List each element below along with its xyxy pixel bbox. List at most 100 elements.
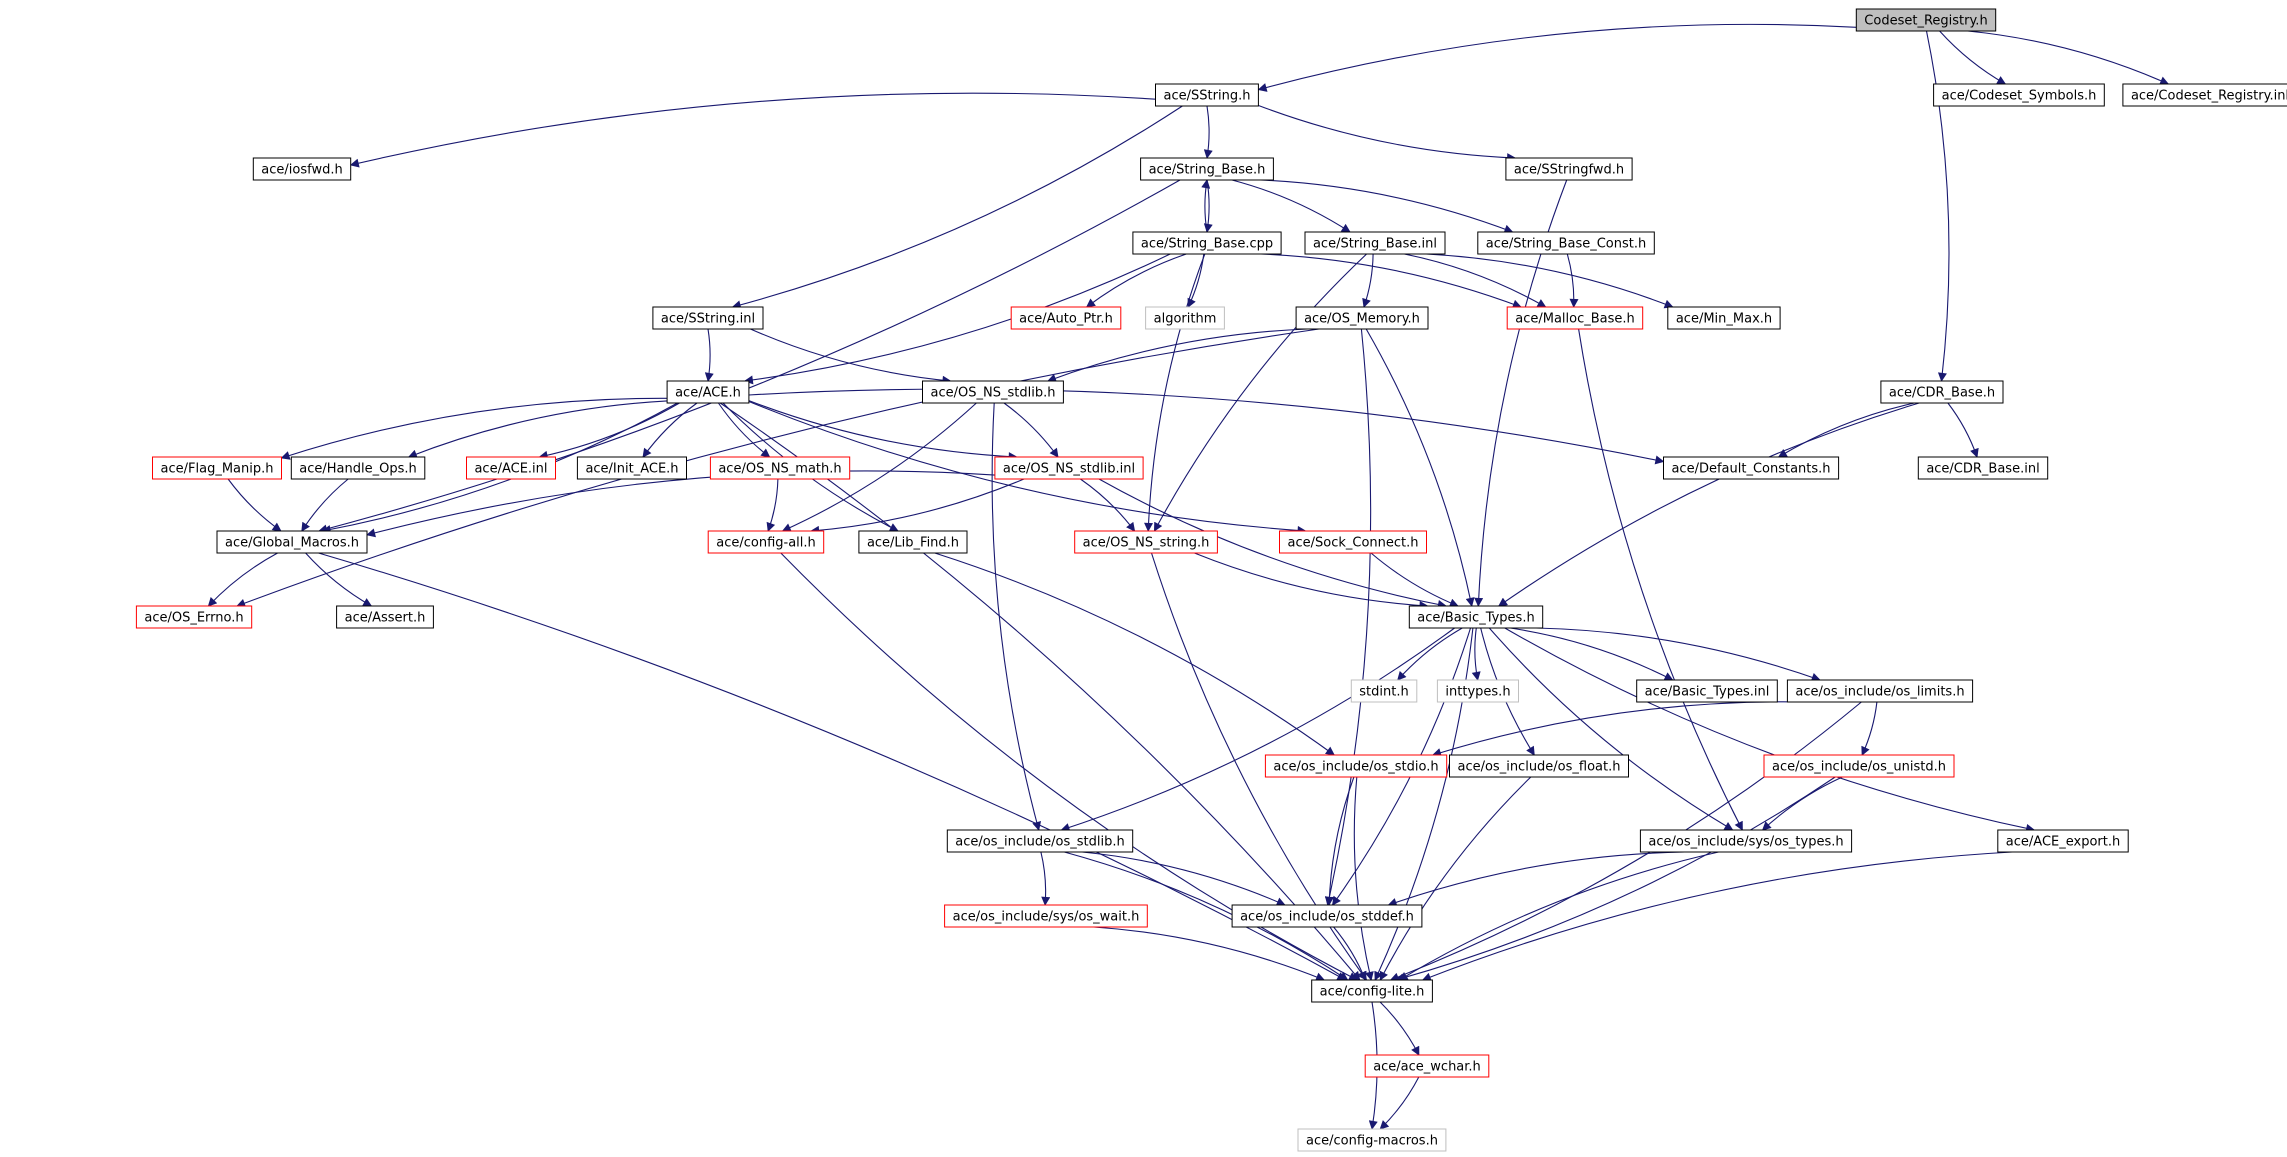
node-handle-ops-h[interactable]: ace/Handle_Ops.h — [290, 456, 426, 480]
node-label: ace/iosfwd.h — [261, 163, 342, 178]
node-init-ace-h[interactable]: ace/Init_ACE.h — [576, 456, 688, 480]
node-label: ace/config-macros.h — [1306, 1134, 1438, 1149]
node-label: ace/Flag_Manip.h — [161, 462, 274, 477]
node-label: ace/os_include/sys/os_types.h — [1648, 835, 1843, 850]
node-os-stddef-h[interactable]: ace/os_include/os_stddef.h — [1231, 904, 1423, 928]
node-box — [1295, 306, 1429, 330]
node-cdr-base-h[interactable]: ace/CDR_Base.h — [1880, 380, 2004, 404]
node-os-memory-h[interactable]: ace/OS_Memory.h — [1295, 306, 1429, 330]
node-global-macros-h[interactable]: ace/Global_Macros.h — [216, 530, 368, 554]
node-stdint-h[interactable]: stdint.h — [1350, 679, 1418, 703]
node-auto-ptr-h[interactable]: ace/Auto_Ptr.h — [1010, 306, 1122, 330]
edge-ace-export-h-to-config-lite-h — [1421, 851, 2013, 982]
node-basic-types-inl[interactable]: ace/Basic_Types.inl — [1636, 679, 1778, 703]
edge-os-memory-h-to-os-ns-stdlib-h — [1047, 328, 1308, 383]
node-label: ace/ACE.inl — [474, 462, 547, 477]
node-ace-export-h[interactable]: ace/ACE_export.h — [1997, 829, 2129, 853]
node-iosfwd-h[interactable]: ace/iosfwd.h — [252, 157, 352, 181]
node-label: ace/ace_wchar.h — [1373, 1060, 1481, 1075]
edge-sstring-h-to-string-base-h — [1203, 105, 1213, 159]
edge-codeset-registry-h-to-sstring-h — [1257, 23, 1857, 92]
edge-os-unistd-h-to-os-types-h — [1761, 776, 1843, 831]
edge-string-base-h-to-string-base-inl — [1231, 179, 1351, 233]
edge-global-macros-h-to-assert-h — [305, 552, 373, 607]
node-os-float-h[interactable]: ace/os_include/os_float.h — [1449, 754, 1629, 778]
node-os-ns-stdlib-h[interactable]: ace/OS_NS_stdlib.h — [922, 380, 1064, 404]
node-box — [707, 530, 825, 554]
node-label: ace/Codeset_Registry.inl — [2131, 89, 2287, 104]
node-string-base-h[interactable]: ace/String_Base.h — [1140, 157, 1274, 181]
node-algorithm[interactable]: algorithm — [1145, 306, 1225, 330]
node-inttypes-h[interactable]: inttypes.h — [1436, 679, 1520, 703]
edge-ace-h-to-init-ace-h — [642, 402, 698, 458]
edge-ace-h-to-sock-connect-h — [748, 400, 1307, 535]
node-box — [336, 605, 434, 629]
node-sstring-inl[interactable]: ace/SString.inl — [652, 306, 764, 330]
node-os-ns-stdlib-inl[interactable]: ace/OS_NS_stdlib.inl — [994, 456, 1144, 480]
node-box — [1639, 829, 1853, 853]
node-config-all-h[interactable]: ace/config-all.h — [707, 530, 825, 554]
node-label: ace/config-lite.h — [1320, 985, 1425, 1000]
node-min-max-h[interactable]: ace/Min_Max.h — [1667, 306, 1781, 330]
edge-string-base-cpp-to-ace-h — [743, 253, 1171, 385]
edge-os-memory-h-to-basic-types-h — [1365, 328, 1475, 607]
node-os-wait-h[interactable]: ace/os_include/sys/os_wait.h — [944, 904, 1148, 928]
node-box — [1132, 231, 1282, 255]
edge-os-stdio-h-to-os-stddef-h — [1324, 776, 1355, 906]
node-os-ns-string-h[interactable]: ace/OS_NS_string.h — [1074, 530, 1218, 554]
node-box — [944, 904, 1148, 928]
node-box — [1505, 157, 1633, 181]
edge-flag-manip-h-to-global-macros-h — [227, 478, 282, 532]
node-string-base-const-h[interactable]: ace/String_Base_Const.h — [1477, 231, 1655, 255]
node-flag-manip-h[interactable]: ace/Flag_Manip.h — [152, 456, 282, 480]
edge-global-macros-h-to-os-errno-h — [207, 552, 278, 607]
node-malloc-base-h[interactable]: ace/Malloc_Base.h — [1506, 306, 1644, 330]
node-lib-find-h[interactable]: ace/Lib_Find.h — [858, 530, 968, 554]
node-os-types-h[interactable]: ace/os_include/sys/os_types.h — [1639, 829, 1853, 853]
node-label: ace/CDR_Base.inl — [1926, 462, 2039, 477]
node-sstringfwd-h[interactable]: ace/SStringfwd.h — [1505, 157, 1633, 181]
node-codeset-registry-inl[interactable]: ace/Codeset_Registry.inl — [2122, 83, 2287, 107]
edge-sstring-h-to-sstring-inl — [731, 105, 1183, 310]
node-string-base-cpp[interactable]: ace/String_Base.cpp — [1132, 231, 1282, 255]
node-sock-connect-h[interactable]: ace/Sock_Connect.h — [1279, 530, 1427, 554]
edge-os-ns-stdlib-inl-to-global-macros-h — [366, 470, 995, 538]
node-default-constants-h[interactable]: ace/Default_Constants.h — [1663, 456, 1840, 480]
node-label: algorithm — [1154, 312, 1217, 327]
edge-os-ns-math-h-to-config-all-h — [766, 478, 779, 532]
node-label: Codeset_Registry.h — [1864, 14, 1987, 29]
node-label: ace/String_Base.cpp — [1141, 237, 1273, 252]
node-os-stdio-h[interactable]: ace/os_include/os_stdio.h — [1264, 754, 1448, 778]
node-basic-types-h[interactable]: ace/Basic_Types.h — [1408, 605, 1544, 629]
node-os-stdlib-h[interactable]: ace/os_include/os_stdlib.h — [946, 829, 1134, 853]
node-label: ace/Auto_Ptr.h — [1019, 312, 1113, 327]
edge-ace-h-to-os-ns-stdlib-inl — [748, 400, 1018, 462]
node-assert-h[interactable]: ace/Assert.h — [336, 605, 434, 629]
edge-ace-h-to-ace-inl — [538, 402, 680, 460]
edge-os-limits-h-to-config-lite-h — [1389, 701, 1862, 982]
node-ace-wchar-h[interactable]: ace/ace_wchar.h — [1364, 1054, 1490, 1078]
node-os-errno-h[interactable]: ace/OS_Errno.h — [135, 605, 253, 629]
node-os-limits-h[interactable]: ace/os_include/os_limits.h — [1786, 679, 1974, 703]
node-config-macros-h[interactable]: ace/config-macros.h — [1297, 1128, 1447, 1152]
node-string-base-inl[interactable]: ace/String_Base.inl — [1304, 231, 1446, 255]
node-label: ace/Global_Macros.h — [225, 536, 359, 551]
node-os-ns-math-h[interactable]: ace/OS_NS_math.h — [709, 456, 851, 480]
node-codeset-symbols-h[interactable]: ace/Codeset_Symbols.h — [1933, 83, 2105, 107]
edge-os-stdlib-h-to-os-stddef-h — [1082, 851, 1286, 906]
node-box — [1449, 754, 1629, 778]
header-nodes: Codeset_Registry.h ace/SString.h ace/Codes… — [135, 8, 2287, 1152]
edge-string-base-h-to-global-macros-h — [318, 179, 1181, 534]
node-box — [152, 456, 282, 480]
edge-basic-types-h-to-config-lite-h — [1374, 627, 1474, 981]
node-config-lite-h[interactable]: ace/config-lite.h — [1311, 979, 1433, 1003]
node-cdr-base-inl[interactable]: ace/CDR_Base.inl — [1917, 456, 2049, 480]
node-box — [2122, 83, 2287, 107]
node-ace-inl[interactable]: ace/ACE.inl — [466, 456, 556, 480]
node-os-unistd-h[interactable]: ace/os_include/os_unistd.h — [1763, 754, 1955, 778]
node-sstring-h[interactable]: ace/SString.h — [1155, 83, 1259, 107]
edge-os-ns-stdlib-h-to-os-ns-stdlib-inl — [1003, 402, 1059, 458]
node-box — [1477, 231, 1655, 255]
node-box — [1933, 83, 2105, 107]
node-ace-h[interactable]: ace/ACE.h — [666, 380, 750, 404]
